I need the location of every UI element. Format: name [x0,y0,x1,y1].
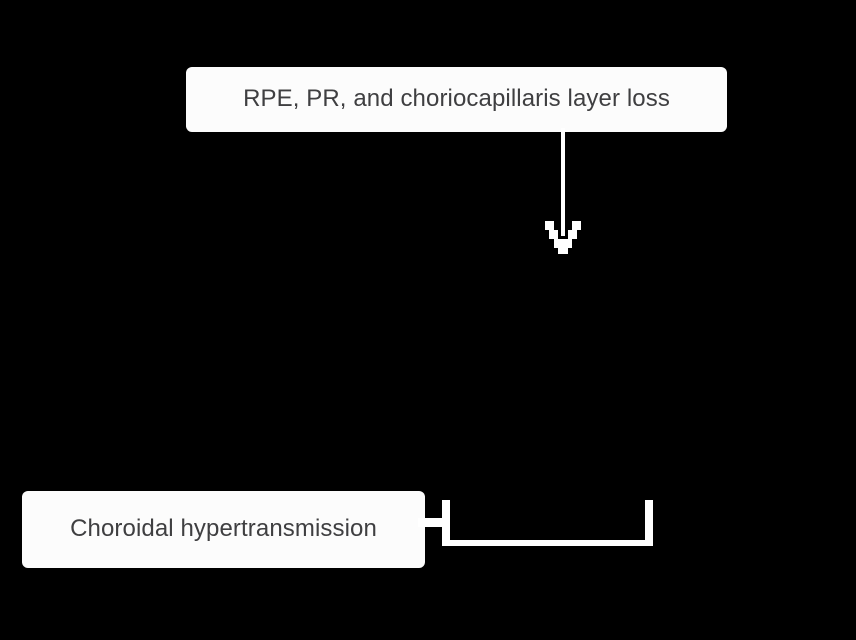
node-rpe-pr-choriocapillaris-layer-loss[interactable]: RPE, PR, and choriocapillaris layer loss [186,67,727,132]
arrow-down-icon [545,128,581,254]
node-choroidal-hypertransmission[interactable]: Choroidal hypertransmission [22,491,425,568]
node-label: RPE, PR, and choriocapillaris layer loss [243,85,670,113]
bracket-connector-icon [418,500,653,546]
node-label: Choroidal hypertransmission [70,515,377,543]
